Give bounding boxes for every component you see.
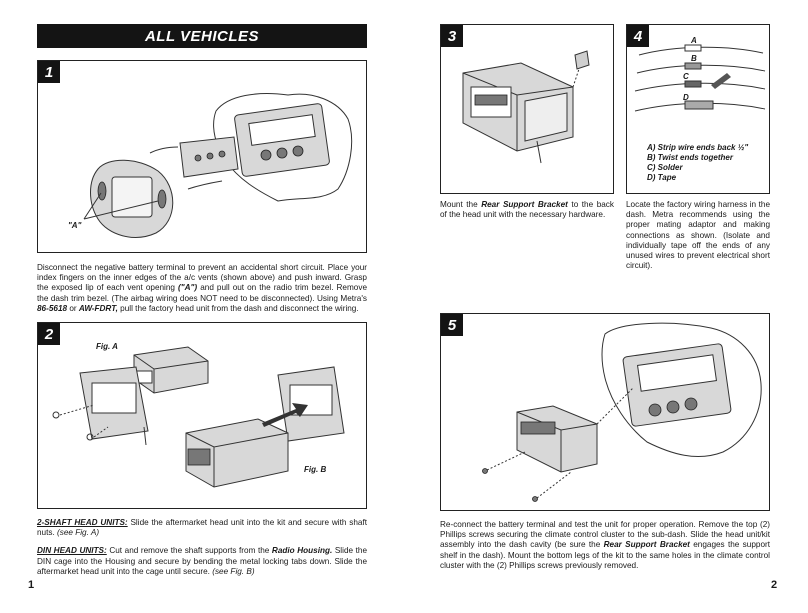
step-1-badge: 1: [38, 61, 60, 83]
s1-text-3: or: [67, 303, 79, 313]
s3-text-b: to the back of the head unit with the ne…: [440, 200, 614, 220]
step-2-illustration: [52, 346, 345, 488]
wire-label-d: D: [683, 93, 689, 102]
step-1-figure-box: 1 "A": [37, 60, 367, 253]
step-1-instructions: Disconnect the negative battery terminal…: [37, 263, 367, 314]
s1-text-2: and pull out on the radio trim bezel. Re…: [37, 283, 368, 303]
climate-knob: [684, 397, 698, 411]
wire-label-b: B: [691, 54, 697, 63]
din-head-unit-face: [187, 448, 211, 466]
s2-p2-em: Radio Housing.: [271, 546, 333, 556]
step-3-illustration: [462, 50, 590, 164]
wire-joint-solder: [684, 80, 702, 88]
step-4-legend: A) Strip wire ends back ½" B) Twist ends…: [647, 143, 748, 183]
din-units-heading: DIN HEAD UNITS:: [37, 546, 107, 556]
fig-a-label: Fig. A: [96, 342, 118, 351]
dash-knob: [260, 149, 272, 161]
s1-part-number-2: AW-FDRT,: [78, 303, 118, 313]
shaft-head-unit: [133, 346, 209, 394]
s2-p1-text: Slide the aftermarket head unit into the…: [37, 518, 367, 538]
page-number-right: 2: [771, 579, 778, 591]
s1-text-callout: ("A"): [178, 283, 198, 293]
legend-item: C) Solder: [647, 163, 683, 172]
step-5-badge: 5: [441, 314, 463, 336]
wire-joint-strip: [684, 44, 702, 52]
shaft-units-heading: 2-SHAFT HEAD UNITS:: [37, 518, 128, 527]
phillips-screw: [532, 496, 538, 502]
solder-iron-icon: [711, 73, 731, 89]
step-4-badge: 4: [627, 25, 649, 47]
climate-knob: [648, 403, 662, 417]
step-5-number: 5: [447, 316, 457, 334]
step-4-illustration: [634, 44, 766, 112]
step-1-illustration: [83, 93, 353, 238]
phillips-screw: [482, 468, 488, 474]
climate-knob: [666, 400, 680, 414]
shaft-nut: [52, 411, 60, 419]
step-1-number: 1: [44, 63, 54, 81]
fig-b-label: Fig. B: [304, 465, 327, 474]
step-4-number: 4: [633, 27, 643, 45]
insert-arrow: [262, 403, 308, 427]
shaft-nut: [86, 433, 94, 441]
s2-p1-ref: (see Fig. A): [57, 528, 100, 538]
s5-text-em: Rear Support Bracket: [603, 540, 690, 550]
wire-b: [636, 64, 766, 74]
page-number-left: 1: [28, 579, 35, 591]
banner-title: ALL VEHICLES: [144, 27, 260, 45]
wire-joint-twist: [684, 62, 702, 70]
rear-support-bracket: [574, 50, 590, 70]
step-5-illustration: [482, 322, 762, 502]
s5-text-a: Re-connect the battery terminal and test…: [440, 520, 770, 550]
step-3-badge: 3: [441, 25, 463, 47]
s1-text-4: pull the factory head unit from the dash…: [117, 303, 359, 313]
step-3-number: 3: [447, 27, 457, 45]
wire-a: [638, 46, 764, 56]
s3-text-a: Mount the: [440, 200, 482, 209]
step-2-figure-box: 2 Fig. A Fig. B: [37, 322, 367, 509]
s2-p2-ref: (see Fig. B): [212, 566, 255, 576]
s5-text-b: engages the support shelf in the dash). …: [440, 540, 770, 570]
step-2-badge: 2: [38, 323, 60, 345]
s2-p2-text-b: Slide the DIN cage into the Housing and …: [37, 546, 368, 576]
step-3-figure-box: 3: [440, 24, 614, 194]
dash-cutaway: [601, 322, 762, 458]
legend-item: D) Tape: [647, 173, 677, 182]
legend-item: A) Strip wire ends back ½": [647, 143, 749, 152]
wire-joint-tape: [684, 100, 714, 110]
dash-knob: [292, 145, 304, 157]
s1-text-1: Disconnect the negative battery terminal…: [37, 263, 367, 293]
step-3-instructions: Mount the Rear Support Bracket to the ba…: [440, 200, 614, 220]
step-2-instructions: 2-SHAFT HEAD UNITS: Slide the aftermarke…: [37, 518, 367, 577]
legend-item: B) Twist ends together: [647, 153, 733, 162]
section-banner: ALL VEHICLES: [37, 24, 367, 48]
step-5-figure-box: 5: [440, 313, 770, 511]
step-2-number: 2: [44, 325, 54, 343]
s1-part-number-1: 86-5618: [37, 303, 68, 313]
vent-callout-label: "A": [68, 221, 82, 230]
s2-p2-text-a: Cut and remove the shaft supports from t…: [106, 546, 272, 556]
din-cage: [185, 418, 289, 488]
step-4-instructions: Locate the factory wiring harness in the…: [626, 200, 770, 271]
wire-label-a: A: [691, 36, 697, 45]
step-5-instructions: Re-connect the battery terminal and test…: [440, 520, 770, 571]
step-4-figure-box: 4 A B C D A) Strip wire ends back ½" B) …: [626, 24, 770, 194]
s3-text-em: Rear Support Bracket: [481, 200, 568, 209]
head-unit-kit-assembly: [516, 405, 598, 473]
dash-knob: [276, 147, 288, 159]
wire-label-c: C: [683, 72, 689, 81]
